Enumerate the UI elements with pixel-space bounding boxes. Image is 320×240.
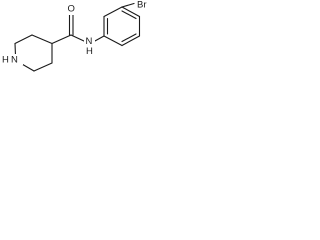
- bond-n1-c2: [14, 42, 17, 57]
- chemical-structure: O Br N H H N: [1, 0, 153, 72]
- bond-c4-carbonyl: [51, 34, 72, 45]
- ring-nitrogen-label: N: [11, 55, 18, 66]
- ring-bond-5-inner: [121, 33, 137, 43]
- bond-n-ipso: [93, 35, 105, 43]
- bromophenyl-ring: [93, 2, 141, 47]
- ring-hydrogen-label: H: [2, 55, 9, 66]
- atom-labels: O Br N H H N: [1, 0, 153, 66]
- bromine-label: Br: [137, 0, 147, 11]
- ring-bond-3: [121, 6, 141, 18]
- amide-group: [51, 13, 86, 45]
- bond-c3-c4: [31, 34, 53, 45]
- amide-nitrogen-label: N: [86, 36, 93, 47]
- bond-c6-n1: [20, 62, 35, 72]
- bond-carbonyl-n: [70, 34, 86, 43]
- bond-c5-c6: [33, 62, 53, 72]
- oxygen-label: O: [68, 4, 75, 15]
- amide-hydrogen-label: H: [86, 46, 93, 57]
- bond-c-br: [121, 2, 135, 8]
- ring-bond-5: [121, 35, 141, 47]
- ring-bond-3-inner: [121, 10, 137, 20]
- ring-bond-2: [103, 6, 123, 18]
- piperidine-ring: [14, 34, 53, 72]
- bond-c2-c3: [14, 34, 33, 45]
- ring-bond-6: [103, 35, 123, 47]
